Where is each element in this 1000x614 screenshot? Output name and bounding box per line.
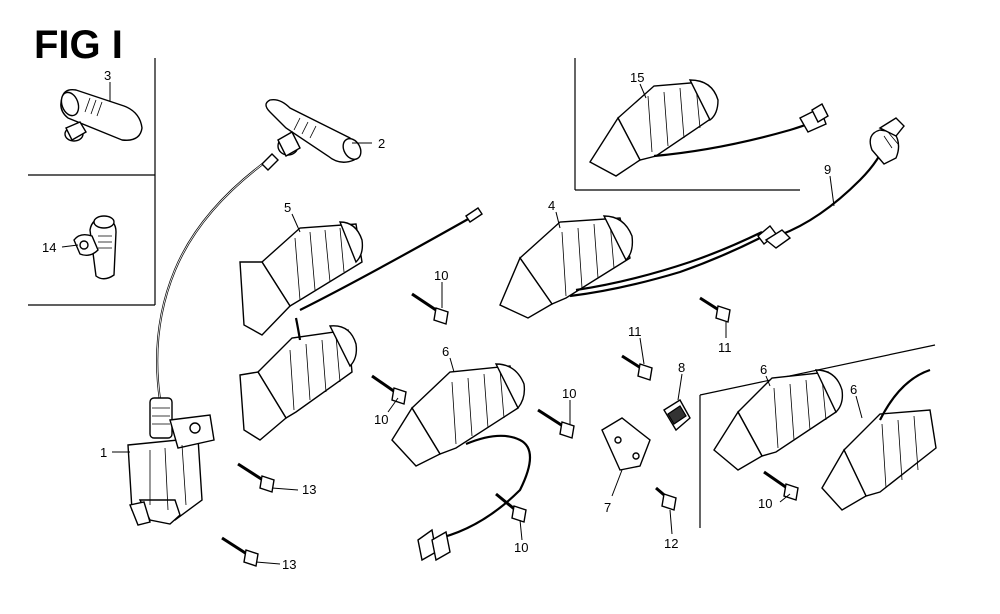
callout-1: 1: [100, 445, 107, 460]
callout-7: 7: [604, 500, 611, 515]
part-6-coil-right-a: [713, 369, 844, 471]
callout-3: 3: [104, 68, 111, 83]
part-1-ignition-coil: [127, 397, 215, 526]
part-5-coil-assembly: [239, 207, 483, 441]
callout-10-d: 10: [514, 540, 528, 555]
left-inset-frame: [28, 58, 156, 306]
callout-13-a: 13: [302, 482, 316, 497]
callout-14: 14: [42, 240, 56, 255]
bolt-13-b: [221, 536, 259, 567]
callout-labels: 3 2 14 5 1 10 4 15 9 11 11 6 10 10 8 7 1…: [42, 68, 857, 572]
figure-title: FIG I: [34, 23, 123, 67]
part-4-coil: [499, 215, 777, 319]
callout-11-b: 11: [718, 340, 732, 355]
callout-10-c: 10: [562, 386, 576, 401]
callout-15: 15: [630, 70, 644, 85]
part-15-coil: [589, 79, 829, 177]
bolt-10-d: [495, 492, 527, 523]
top-right-inset-frame: [574, 58, 800, 191]
part-9-wire-harness: [764, 117, 905, 249]
callout-10-b: 10: [374, 412, 388, 427]
callout-6-b: 6: [760, 362, 767, 377]
callout-5: 5: [284, 200, 291, 215]
part-6-coil-right-b: [821, 368, 937, 511]
callout-9: 9: [824, 162, 831, 177]
high-tension-cord: [156, 153, 279, 401]
part-14-plug-cap: [73, 215, 117, 280]
callout-6-a: 6: [442, 344, 449, 359]
part-7-bracket: [601, 417, 651, 471]
callout-8: 8: [678, 360, 685, 375]
callout-10-a: 10: [434, 268, 448, 283]
part-6-coil-center: [391, 363, 532, 562]
part-2-plug-cap: [265, 98, 362, 163]
callout-6-c: 6: [850, 382, 857, 397]
bolt-10-a: [411, 292, 449, 325]
callout-4: 4: [548, 198, 555, 213]
callout-13-b: 13: [282, 557, 296, 572]
bolt-11-a: [621, 354, 653, 381]
bolt-10-b: [371, 374, 407, 405]
bolt-10-c: [537, 408, 575, 439]
bolt-13-a: [237, 462, 275, 493]
callout-12: 12: [664, 536, 678, 551]
part-3-plug-cap: [60, 88, 143, 142]
callout-10-e: 10: [758, 496, 772, 511]
callout-2: 2: [378, 136, 385, 151]
part-8-clip: [663, 399, 691, 432]
bolt-11-b: [699, 296, 731, 323]
leader-lines: [61, 82, 863, 565]
bolt-12: [655, 486, 677, 511]
callout-11-a: 11: [628, 324, 642, 339]
